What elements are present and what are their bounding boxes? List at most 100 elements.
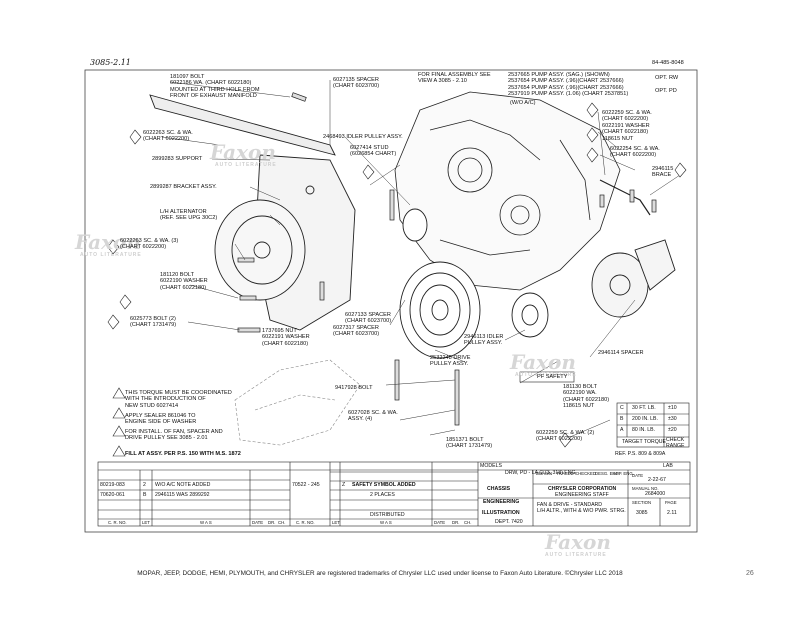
callout-bolt-181130: 181130 BOLT 6022190 WA. (CHART 6022180) …: [563, 384, 610, 410]
fan-outline: [234, 359, 361, 446]
col-head-let: LET: [332, 520, 340, 525]
note-torque-coordination: THIS TORQUE MUST BE COORDINATED WITH THE…: [125, 390, 232, 409]
revision-cr: 70620-061: [100, 492, 125, 498]
drawing-title: FAN & DRIVE - STANDARD L/H ALTR., WITH &…: [537, 502, 626, 514]
app-eng-label: APP. ENG.: [613, 471, 634, 476]
callout-spacer-6027135: 6027135 SPACER (CHART 6023700): [333, 77, 380, 90]
torque-tol-b: ±30: [668, 416, 677, 422]
watermark-logo: Faxon: [545, 530, 611, 554]
revision-mid-desc: SAFETY SYMBOL ADDED: [352, 482, 416, 488]
lab-label: LAB: [663, 463, 673, 469]
torque-table-grid: [519, 371, 690, 448]
torque-code-c: C: [620, 405, 624, 411]
col-head-ch: CH.: [464, 520, 472, 525]
checked-label: CHECKED: [575, 471, 597, 476]
callout-screw-6022259: 6022259 SC. & WA. (CHART 6022200) 602219…: [602, 110, 652, 142]
torque-value-a: 80 IN. LB.: [632, 427, 656, 433]
col-head-cr: C. R. NO.: [296, 520, 315, 525]
col-head-let: LET: [142, 520, 150, 525]
revision-mid-cr: 70522 - 245: [292, 482, 320, 488]
chassis-label: CHASSIS: [487, 486, 511, 492]
callout-bolt-9417928: 9417928 BOLT: [335, 385, 373, 391]
col-head-dr: DR.: [268, 520, 276, 525]
callout-stud-6027414: 6027414 STUD (6026854 CHART): [350, 145, 397, 158]
torque-tol-a: ±20: [668, 427, 677, 433]
callout-spacer-6027133: 6027133 SPACER (CHART 6023700): [345, 312, 392, 325]
revision-mid-desc: 2 PLACES: [370, 492, 395, 498]
warning-triangles: [112, 387, 126, 457]
manual-number: 2684000: [645, 491, 666, 497]
callout-alternator: L/H ALTERNATOR (REF. SEE UPG 30C2): [160, 209, 218, 222]
watermark-logo: Faxon: [210, 140, 276, 164]
col-head-dr: DR.: [452, 520, 460, 525]
engine-outline: [394, 91, 621, 291]
leader-lines: [161, 80, 681, 438]
callout-screw-6027028: 6027028 SC. & WA. ASSY. (4): [348, 410, 398, 423]
callout-support: 2899283 SUPPORT: [152, 156, 203, 162]
callout-wo-ac: (W/O A/C): [510, 100, 536, 106]
callout-brace: 2946115 BRACE: [652, 166, 674, 179]
watermark-logo: Faxon: [510, 350, 576, 374]
col-head-cr: C. R. NO.: [108, 520, 127, 525]
title-block-grid: [97, 461, 691, 527]
bolts: [237, 92, 657, 426]
steering-pump: [591, 239, 676, 318]
callout-bracket: 2899287 BRACKET ASSY.: [150, 184, 217, 190]
section-value: 3085: [636, 510, 648, 516]
drawing-number: 84-485-8048: [652, 60, 684, 66]
sheet-reference: 3085-2.11: [90, 58, 131, 67]
callout-spacer-2946114: 2946114 SPACER: [598, 350, 644, 356]
callout-screw-6022254: 6022254 SC. & WA. (CHART 6022200): [610, 146, 660, 159]
col-head-date: DATE: [252, 520, 264, 525]
col-head-ch: CH.: [278, 520, 286, 525]
watermark-subtitle: AUTO LITERATURE: [215, 162, 277, 168]
torque-ref: REF. P.S. 809 & 809A: [615, 451, 666, 457]
revision-letter: B: [143, 492, 147, 498]
page-number: 26: [746, 570, 754, 577]
note-fan-install: FOR INSTALL. OF FAN, SPACER AND DRIVE PU…: [125, 429, 223, 442]
callout-pump-assy: 2537665 PUMP ASSY. (SAG.) (SHOWN) 253765…: [508, 72, 629, 98]
watermark-subtitle: AUTO LITERATURE: [515, 372, 577, 378]
trademark-footer: MOPAR, JEEP, DODGE, HEMI, PLYMOUTH, and …: [137, 570, 623, 577]
callout-pf-safety: PF SAFETY: [537, 374, 568, 380]
alternator: [214, 199, 306, 301]
torque-value-b: 200 IN. LB.: [632, 416, 658, 422]
callout-markers: [107, 102, 687, 448]
torque-code-a: A: [620, 427, 624, 433]
watermark-subtitle: AUTO LITERATURE: [545, 552, 607, 558]
callout-idler-2946113: 2946113 IDLER PULLEY ASSY.: [464, 334, 504, 347]
torque-code-b: B: [620, 416, 624, 422]
callout-bolt-181097: 181097 BOLT 6022186 WA. (CHART 6022180) …: [170, 74, 260, 100]
callout-bolt-181120: 181120 BOLT 6022190 WASHER (CHART 602218…: [160, 272, 208, 291]
callout-screw-6022259-2: 6022259 SC. & WA. (2) (CHART 6022200): [536, 430, 595, 443]
company-name: CHRYSLER CORPORATION: [548, 486, 617, 492]
callout-screw-6022263: 6022263 SC. & WA. (CHART 6022200): [143, 130, 193, 143]
manual-label: MANUAL NO.: [632, 486, 659, 491]
watermark-subtitle: AUTO LITERATURE: [80, 252, 142, 258]
torque-target-label: TARGET TORQUE: [622, 439, 667, 445]
callout-final-assembly: FOR FINAL ASSEMBLY SEE VIEW A 3085 - 2.1…: [418, 72, 491, 85]
models-label: MODELS: [480, 463, 502, 469]
watermark-logo: Faxon: [75, 230, 141, 254]
col-head-was: W A S: [380, 520, 392, 525]
revision-cr: 80219-083: [100, 482, 125, 488]
callout-opt-pd: OPT. PD: [655, 88, 677, 94]
illustration-label: ILLUSTRATION: [482, 510, 520, 516]
revision-mid-letter: Z: [342, 482, 346, 488]
col-head-date: DATE: [434, 520, 446, 525]
page-value: 2.11: [667, 510, 677, 516]
revision-letter: 2: [143, 482, 146, 488]
drive-pulley: [399, 261, 481, 359]
models-value: DRW, PD - LA (273, 318) ENG.: [505, 470, 577, 476]
col-head-was: W A S: [200, 520, 212, 525]
callout-bolt-1851371: 1851371 BOLT (CHART 1731479): [446, 437, 493, 450]
engineering-label: ENGINEERING: [483, 499, 520, 505]
date-label: DATE: [632, 473, 644, 478]
traced-label: TRACED: [556, 471, 574, 476]
callout-nut-1737695: 1737695 NUT 6022191 WASHER (CHART 602218…: [262, 328, 310, 347]
page-label: PAGE: [665, 500, 677, 505]
dept-label: DEPT. 7420: [495, 519, 523, 525]
section-label: SECTION: [632, 500, 652, 505]
